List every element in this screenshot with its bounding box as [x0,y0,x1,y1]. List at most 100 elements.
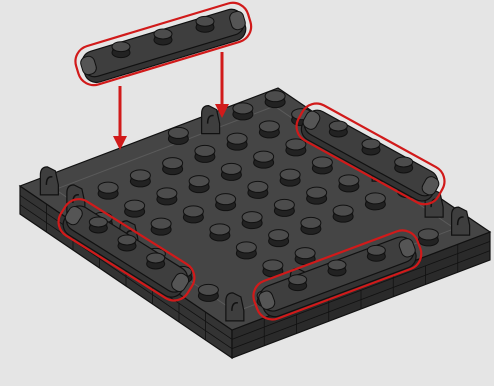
stud-icon [254,151,274,168]
stud-icon [163,158,183,175]
stud-top [395,157,413,167]
stud-icon [98,182,118,199]
stud-icon [236,242,256,259]
stud-top [265,91,285,102]
stud-top [362,139,380,149]
stud-icon [125,200,145,217]
stud-icon [362,139,380,155]
stud-top [151,218,171,229]
stud-top [418,229,438,240]
stud-icon [289,275,307,291]
stud-top [274,199,294,210]
stud-top [280,169,300,180]
stud-top [365,193,385,204]
stud-icon [259,121,279,138]
clip-body [226,293,244,321]
stud-icon [395,157,413,173]
stud-icon [367,245,385,261]
stud-icon [301,217,321,234]
stud-top [89,217,107,227]
stud-icon [274,199,294,216]
stud-icon [265,91,285,108]
stud-icon [269,230,289,247]
stud-top [339,175,359,186]
stud-icon [242,212,262,229]
stud-icon [280,169,300,186]
stud-top [125,200,145,211]
stud-icon [112,42,130,58]
stud-icon [286,139,306,156]
stud-icon [154,29,172,45]
stud-top [307,187,327,198]
clip-icon [202,106,220,134]
stud-top [195,145,215,156]
stud-icon [151,218,171,235]
stud-top [168,127,188,138]
stud-top [112,42,130,52]
clip-body [452,207,470,235]
stud-top [154,29,172,39]
stud-icon [189,176,209,193]
stud-icon [329,121,347,137]
stud-top [189,176,209,187]
stud-top [333,205,353,216]
clip-icon [226,293,244,321]
stud-top [329,121,347,131]
stud-top [312,157,332,168]
stud-top [227,133,247,144]
stud-top [259,121,279,132]
stud-top [301,217,321,228]
stud-icon [147,253,165,269]
stud-top [233,103,253,114]
stud-top [289,275,307,285]
stud-top [183,206,203,217]
stud-top [130,170,150,181]
stud-top [221,163,241,174]
stud-top [196,16,214,26]
clip-icon [40,167,58,195]
stud-top [210,224,230,235]
stud-top [269,230,289,241]
stud-top [254,151,274,162]
clip-icon [452,207,470,235]
stud-icon [183,206,203,223]
stud-icon [333,205,353,222]
stud-top [163,158,183,169]
stud-top [198,284,218,295]
stud-icon [221,163,241,180]
stud-icon [307,187,327,204]
clip-body [40,167,58,195]
stud-top [367,245,385,255]
stud-top [328,260,346,270]
stud-icon [210,224,230,241]
stud-icon [233,103,253,120]
stud-icon [227,133,247,150]
stud-icon [118,235,136,251]
stud-icon [418,229,438,246]
stud-icon [195,145,215,162]
stud-top [295,248,315,259]
stud-icon [248,181,268,198]
stud-top [242,212,262,223]
clip-body [202,106,220,134]
stud-icon [198,284,218,301]
stud-top [263,260,283,271]
stud-top [248,181,268,192]
stud-icon [339,175,359,192]
stud-icon [130,170,150,187]
stud-icon [312,157,332,174]
stud-icon [216,194,236,211]
stud-top [236,242,256,253]
stud-top [147,253,165,263]
stud-icon [328,260,346,276]
stud-icon [157,188,177,205]
stud-icon [89,217,107,233]
stud-top [118,235,136,245]
stud-top [216,194,236,205]
stud-icon [365,193,385,210]
stud-top [157,188,177,199]
stud-icon [196,16,214,32]
stud-icon [168,127,188,144]
stud-top [98,182,118,193]
